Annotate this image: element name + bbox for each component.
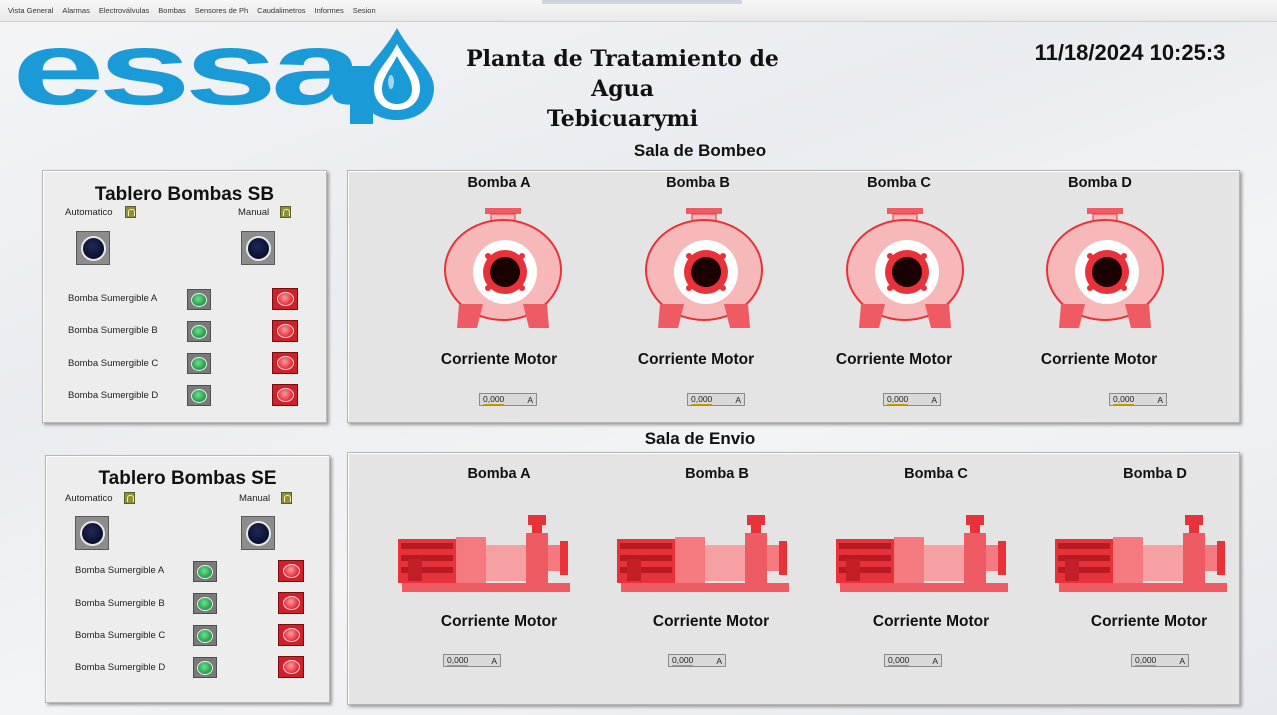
start-button-d[interactable] (193, 657, 217, 678)
auto-label: Automatico (65, 207, 113, 218)
centrifugal-pump-a-icon[interactable] (443, 208, 563, 330)
pump-label-c: Bomba Sumergible C (68, 358, 159, 369)
start-button-b[interactable] (187, 321, 211, 342)
current-label-b: Corriente Motor (637, 351, 755, 368)
menu-item-electrovalvulas[interactable]: Electroválvulas (98, 6, 150, 15)
manual-button-indicator (245, 235, 271, 261)
menu-bar: Vista General Alarmas Electroválvulas Bo… (0, 0, 1277, 22)
motor-pump-c-icon[interactable] (836, 515, 1011, 593)
menu-item-sensores-ph[interactable]: Sensores de Ph (194, 6, 249, 15)
lock-icon (281, 492, 292, 504)
essap-logo: essa (10, 11, 440, 127)
menu-item-alarmas[interactable]: Alarmas (62, 6, 90, 15)
auto-button-indicator (80, 235, 106, 261)
current-label-a: Corriente Motor (440, 613, 558, 630)
tablero-se-title: Tablero Bombas SE (98, 468, 277, 489)
centrifugal-pump-c-icon[interactable] (845, 208, 965, 330)
menu-item-sesion[interactable]: Sesion (352, 6, 376, 15)
start-button-d[interactable] (187, 385, 211, 406)
pump-name-d: Bomba D (1068, 175, 1132, 191)
lock-icon (280, 206, 291, 218)
auto-button[interactable] (76, 231, 110, 265)
start-button-b[interactable] (193, 593, 217, 614)
centrifugal-pump-b-icon[interactable] (644, 208, 764, 330)
stop-button-d[interactable] (278, 656, 304, 678)
plant-title-line2: Tebicuarymi (546, 106, 699, 132)
tablero-sb-title: Tablero Bombas SB (94, 184, 275, 205)
manual-button[interactable] (241, 516, 275, 550)
stop-button-c[interactable] (272, 352, 298, 374)
stop-button-d[interactable] (272, 384, 298, 406)
start-button-c[interactable] (193, 625, 217, 646)
stop-button-a[interactable] (278, 560, 304, 582)
motor-pump-a-icon[interactable] (398, 515, 573, 593)
pump-label-d: Bomba Sumergible D (75, 662, 166, 673)
motor-pump-b-icon[interactable] (617, 515, 792, 593)
manual-label: Manual (239, 493, 271, 504)
current-label-b: Corriente Motor (652, 613, 770, 630)
menu-item-informes[interactable]: Informes (314, 6, 344, 15)
manual-label: Manual (238, 207, 270, 218)
stop-button-b[interactable] (272, 320, 298, 342)
pump-label-a: Bomba Sumergible A (68, 293, 158, 304)
plant-title: Planta de Tratamiento de Agua Tebicuarym… (445, 44, 800, 134)
stop-button-a[interactable] (272, 288, 298, 310)
stop-button-c[interactable] (278, 624, 304, 646)
manual-button-indicator (245, 520, 271, 546)
pump-name-b: Bomba B (685, 466, 749, 482)
pump-name-a: Bomba A (467, 466, 531, 482)
current-label-a: Corriente Motor (440, 351, 558, 368)
manual-button[interactable] (241, 231, 275, 265)
pump-label-b: Bomba Sumergible B (75, 598, 165, 609)
tablero-sb-panel: Tablero Bombas SB Automatico Manual Bomb… (42, 170, 327, 423)
sala-bombeo-title: Sala de Bombeo (633, 141, 767, 160)
menu-item-bombas[interactable]: Bombas (158, 6, 186, 15)
centrifugal-pump-d-icon[interactable] (1045, 208, 1165, 330)
pump-label-d: Bomba Sumergible D (68, 390, 159, 401)
datetime-display: 11/18/2024 10:25:3 (1034, 40, 1226, 65)
lock-icon (124, 492, 135, 504)
current-label-d: Corriente Motor (1090, 613, 1208, 630)
pump-name-c: Bomba C (904, 466, 968, 482)
pump-label-b: Bomba Sumergible B (68, 325, 158, 336)
pump-name-c: Bomba C (867, 175, 931, 191)
menu-item-caudalimetros[interactable]: Caudalimetros (257, 6, 306, 15)
svg-text:essa: essa (12, 26, 365, 126)
active-tab-indicator (542, 0, 742, 4)
stop-button-b[interactable] (278, 592, 304, 614)
start-button-a[interactable] (193, 561, 217, 582)
pump-label-a: Bomba Sumergible A (75, 565, 165, 576)
pump-name-d: Bomba D (1123, 466, 1187, 482)
tablero-se-panel: Tablero Bombas SE Automatico Manual Bomb… (45, 455, 330, 703)
motor-pump-d-icon[interactable] (1055, 515, 1230, 593)
auto-button-indicator (79, 520, 105, 546)
start-button-c[interactable] (187, 353, 211, 374)
pump-label-c: Bomba Sumergible C (75, 630, 166, 641)
lock-icon (125, 206, 136, 218)
menu-item-vista-general[interactable]: Vista General (8, 6, 54, 15)
current-label-c: Corriente Motor (872, 613, 990, 630)
current-label-d: Corriente Motor (1040, 351, 1158, 368)
start-button-a[interactable] (187, 289, 211, 310)
plant-title-line1: Planta de Tratamiento de Agua (466, 46, 779, 102)
pump-name-a: Bomba A (467, 175, 531, 191)
auto-label: Automatico (65, 493, 113, 504)
auto-button[interactable] (75, 516, 109, 550)
pump-name-b: Bomba B (666, 175, 730, 191)
current-label-c: Corriente Motor (835, 351, 953, 368)
sala-envio-title: Sala de Envio (644, 429, 756, 448)
